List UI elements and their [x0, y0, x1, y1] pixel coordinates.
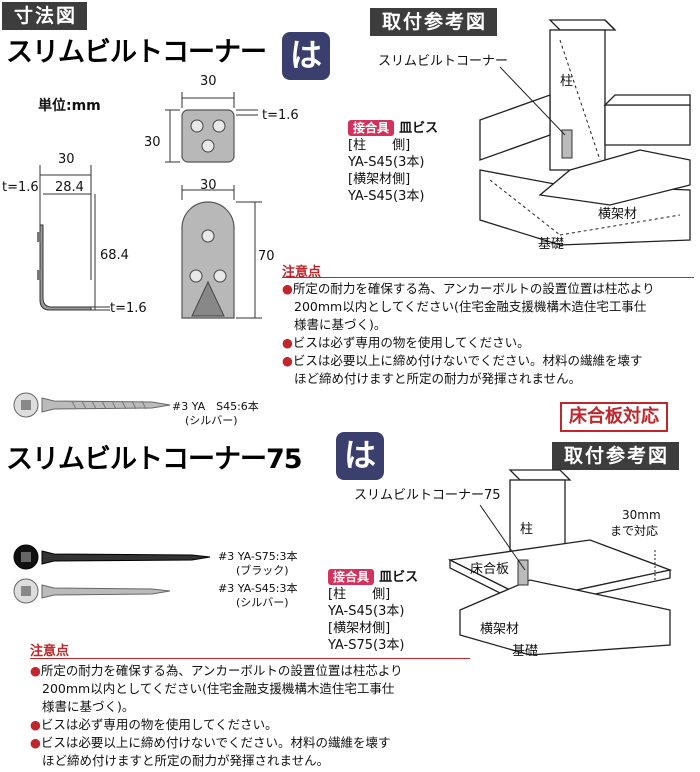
- note-item: 200mm以内としてください(住宅金融支援機構木造住宅工事仕: [294, 299, 647, 314]
- top-installation-diagram: [479, 19, 691, 246]
- dimension-drawings: [37, 92, 262, 319]
- ref-beam-label: 横架材: [598, 207, 638, 222]
- note-item: ●所定の耐力を確保する為、アンカーボルトの設置位置は柱芯より: [30, 663, 403, 678]
- installation-reference-tag: 取付参考図: [370, 8, 498, 36]
- note-item: ●ビスは必要以上に締め付けないでください。材料の繊維を壊す: [282, 353, 643, 368]
- beam-screw-75: YA-S75(3本): [328, 638, 405, 653]
- ref-plywood-label: 床合板: [470, 562, 510, 577]
- fastener-type-75: 皿ビス: [379, 570, 419, 585]
- beam-side-label-75: [横架材側]: [328, 621, 391, 636]
- fastener-spec-75: 接合具 皿ビス [柱 側] YA-S45(3本) [横架材側] YA-S75(3…: [328, 566, 418, 654]
- note-item: ほど締め付けますと所定の耐力が発揮されません。: [42, 753, 330, 768]
- product-title: スリムビルトコーナー: [6, 37, 267, 68]
- installation-reference-tag-75: 取付参考図: [552, 442, 680, 470]
- top-thickness-dim: t=1.6: [262, 108, 299, 123]
- notes-heading-75: 注意点: [30, 644, 70, 659]
- beam-screw: YA-S45(3本): [348, 189, 425, 204]
- ref-beam-label-75: 横架材: [480, 622, 520, 637]
- note-item: ●所定の耐力を確保する為、アンカーボルトの設置位置は柱芯より: [282, 281, 655, 296]
- range-label: 30mm: [622, 508, 661, 522]
- dimension-drawing-tag: 寸法図: [2, 2, 88, 30]
- top-view-plate: [165, 92, 258, 163]
- ref-product-label: スリムビルトコーナー: [378, 54, 509, 69]
- notes-list: ●所定の耐力を確保する為、アンカーボルトの設置位置は柱芯より 200mm以内とし…: [282, 280, 696, 388]
- screw-s45-label: #3 YA-S45:3本: [218, 582, 298, 595]
- notes-list-75: ●所定の耐力を確保する為、アンカーボルトの設置位置は柱芯より 200mm以内とし…: [30, 662, 480, 770]
- fastener-spec: 接合具 皿ビス [柱 側] YA-S45(3本) [横架材側] YA-S45(3…: [348, 117, 438, 205]
- floor-plywood-tag: 床合板対応: [560, 402, 668, 432]
- screw-s45-color: (シルバー): [236, 596, 289, 609]
- ref-product-label-75: スリムビルトコーナー75: [354, 488, 501, 503]
- ref-foundation-label: 基礎: [538, 237, 565, 252]
- fastener-badge-75: 接合具: [328, 569, 375, 585]
- note-item: ●ビスは必ず専用の物を使用してください。: [282, 335, 530, 350]
- ref-foundation-label-75: 基礎: [512, 644, 539, 659]
- screw-silver-image: [13, 392, 171, 418]
- note-item: ●ビスは必ず専用の物を使用してください。: [30, 717, 278, 732]
- beam-side-label: [横架材側]: [348, 172, 411, 187]
- ha-badge-75: は: [336, 432, 384, 480]
- side-view-bracket: [37, 165, 110, 311]
- front-height-dim: 70: [258, 249, 275, 264]
- fastener-badge: 接合具: [348, 120, 395, 136]
- fastener-type: 皿ビス: [399, 121, 439, 136]
- screws-image-75: [13, 544, 211, 604]
- column-side-label-75: [柱 側]: [328, 587, 391, 602]
- screw-color: (シルバー): [185, 414, 238, 427]
- front-view-plate: [181, 185, 262, 319]
- bottom-installation-diagram: [447, 469, 673, 656]
- note-item: 200mm以内としてください(住宅金融支援機構木造住宅工事仕: [42, 681, 395, 696]
- screw-label: #3 YA S45:6本: [172, 400, 259, 413]
- ref-column-label: 柱: [560, 74, 574, 89]
- note-item: ほど締め付けますと所定の耐力が発揮されません。: [294, 371, 582, 386]
- top-height-dim: 30: [144, 135, 161, 150]
- column-screw-75: YA-S45(3本): [328, 604, 405, 619]
- side-inner-dim: 28.4: [55, 180, 84, 195]
- notes-divider-75: [30, 658, 470, 659]
- range-label-2: まで対応: [610, 524, 659, 538]
- column-screw: YA-S45(3本): [348, 155, 425, 170]
- notes-divider: [282, 277, 694, 278]
- unit-label: 単位:mm: [38, 98, 101, 114]
- side-height-dim: 68.4: [100, 248, 129, 263]
- column-side-label: [柱 側]: [348, 138, 411, 153]
- ref-column-label-75: 柱: [520, 522, 534, 537]
- notes-heading: 注意点: [282, 265, 322, 280]
- note-item: 様書に基づく)。: [294, 317, 387, 332]
- note-item: ●ビスは必要以上に締め付けないでください。材料の繊維を壊す: [30, 735, 391, 750]
- ha-badge: は: [282, 32, 330, 80]
- note-item: 様書に基づく)。: [42, 699, 135, 714]
- product-title-75: スリムビルトコーナー75: [6, 444, 303, 475]
- top-width-dim: 30: [200, 74, 217, 89]
- side-thickness-dim: t=1.6: [2, 180, 39, 195]
- front-width-dim: 30: [200, 178, 217, 193]
- side-width-dim: 30: [58, 152, 75, 167]
- screw-s75-color: (ブラック): [236, 564, 289, 577]
- bottom-thickness-dim: t=1.6: [110, 301, 147, 316]
- screw-s75-label: #3 YA-S75:3本: [218, 550, 298, 563]
